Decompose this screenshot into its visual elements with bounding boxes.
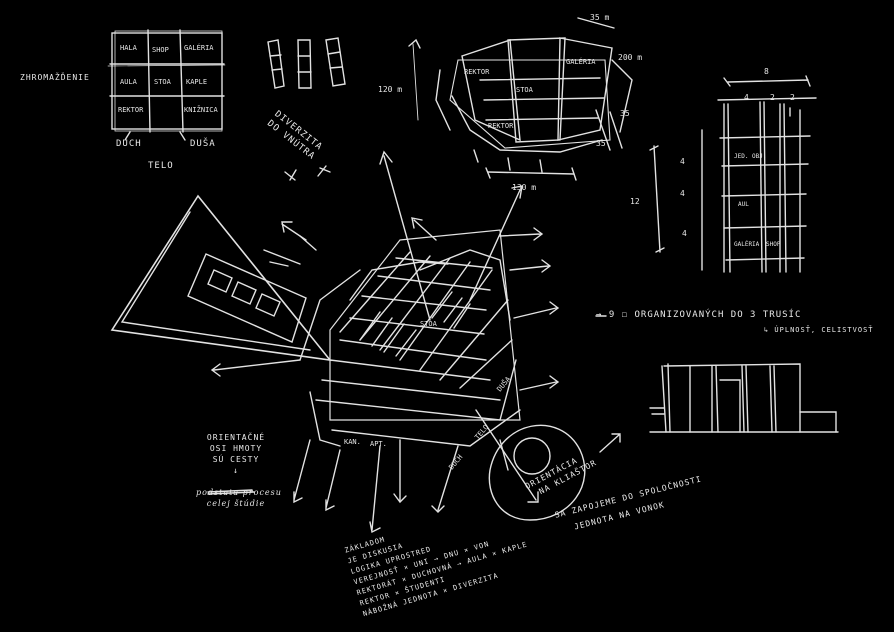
center-label: TELO xyxy=(473,423,490,441)
fan-dim: 130 m xyxy=(512,183,536,192)
grid-cell-label: STOA xyxy=(154,78,172,86)
grid-bottom-label: DUŠA xyxy=(190,139,216,149)
organization-line: → 9 ☐ ORGANIZOVANÝCH DO 3 TRUSÍC xyxy=(596,310,802,320)
section-dim: 8 xyxy=(764,67,769,76)
orientation-line: OSI HMOTY xyxy=(209,444,263,453)
grid-cell-labels: HALA SHOP GALÉRIA AULA STOA KAPLE REKTOR… xyxy=(118,43,219,114)
section-dim: 2 xyxy=(790,93,795,102)
center-label: APT. xyxy=(370,440,387,448)
section-dim: 12 xyxy=(630,197,640,206)
diversity-bars xyxy=(267,37,346,181)
organization-note: → 9 ☐ ORGANIZOVANÝCH DO 3 TRUSÍC ↳ ÚPLNO… xyxy=(596,311,874,334)
grid-cell-label: GALÉRIA xyxy=(184,43,214,52)
section-label: SHOP xyxy=(766,241,781,248)
fan-dim: 35 xyxy=(620,109,630,118)
strike-mark xyxy=(207,489,255,495)
orientation-line: ORIENTAČNÉ xyxy=(206,433,266,442)
fan-dim: 35 m xyxy=(590,13,609,22)
grid-cell-label: HALA xyxy=(120,44,138,52)
fan-dim: 200 m xyxy=(618,53,642,62)
side-label: ZHROMAŽĎENIE xyxy=(20,73,90,82)
center-label: STOA xyxy=(420,320,438,328)
orientation-note: ORIENTAČNÉ OSI HMOTY SÚ CESTY ↓ podstata… xyxy=(196,433,282,508)
grid-cell-label: KNIŽNICA xyxy=(184,105,219,114)
top-left-program-grid xyxy=(107,29,226,141)
grid-cell-label: KAPLE xyxy=(186,78,207,86)
center-label: DUCH xyxy=(447,453,464,471)
central-labels: STOA KAN. APT. DUŠA TELO DUCH xyxy=(344,320,513,471)
orientation-line: celej štúdie xyxy=(206,499,266,508)
fan-dim: 120 m xyxy=(378,85,402,94)
fan-label: REKTOR xyxy=(488,122,514,130)
organization-line: ↳ ÚPLNOSŤ, CELISTVOSŤ xyxy=(764,326,874,334)
section-labels: 8 4 2 2 4 4 4 12 JED. OBJ. AUL GALÉRIA S… xyxy=(630,67,795,248)
section-dim: 2 xyxy=(770,93,775,102)
section-label: AUL xyxy=(738,201,749,208)
right-section-drawing xyxy=(649,75,817,273)
section-label: GALÉRIA xyxy=(734,240,760,248)
fan-label: REKTOR xyxy=(464,68,490,76)
top-fan-plan xyxy=(408,17,633,181)
orientation-line: podstata procesu xyxy=(196,488,282,497)
section-dim: 4 xyxy=(744,93,749,102)
section-dim: 4 xyxy=(680,157,685,166)
central-fan-plan xyxy=(110,150,621,534)
center-label: KAN. xyxy=(344,438,361,446)
section-dim: 4 xyxy=(682,229,687,238)
fan-label: STOA xyxy=(516,86,534,94)
grid-cell-label: SHOP xyxy=(152,46,169,54)
section-label: JED. OBJ. xyxy=(734,153,767,160)
grid-bottom-label: TELO xyxy=(148,161,174,171)
fan-label: GALÉRIA xyxy=(566,57,596,66)
grid-cell-label: AULA xyxy=(120,78,138,86)
section-dim: 4 xyxy=(680,189,685,198)
fan-plan-labels: REKTOR STOA GALÉRIA REKTOR 120 m 130 m 3… xyxy=(378,13,642,192)
fan-dim: 35 xyxy=(596,139,606,148)
grid-bottom-label: DUCH xyxy=(116,139,142,149)
right-elevation-drawing xyxy=(649,363,839,433)
orientation-line: SÚ CESTY xyxy=(212,455,260,464)
grid-cell-label: REKTOR xyxy=(118,106,144,114)
orientation-line: ↓ xyxy=(233,466,239,475)
